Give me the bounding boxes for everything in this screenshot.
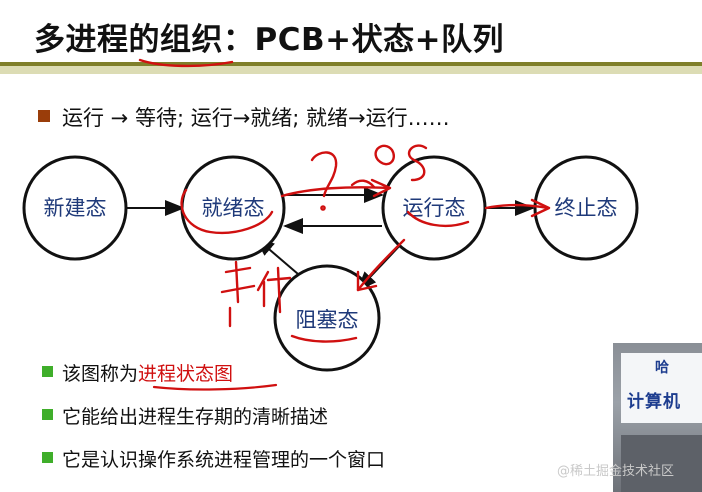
sub-bullet-text-3: 它是认识操作系统进程管理的一个窗口 (62, 449, 386, 471)
question-mark-scribble (310, 151, 338, 198)
running-terminated-red-arrowhead (530, 198, 551, 218)
letter-o-scribble (374, 144, 395, 166)
running-terminated-red-arrow (484, 203, 550, 210)
sub-bullet-marker-1 (42, 366, 53, 377)
ready-running-red-arrowhead (370, 178, 392, 198)
ready-circle-scribble (180, 188, 274, 235)
video-banner-text-main: 计算机 (627, 392, 681, 412)
lecturer-video-overlay: 哈 计算机 (613, 343, 702, 492)
title-rule (0, 62, 702, 66)
question-mark-dot (320, 205, 326, 211)
running-blocked-red-line (356, 238, 406, 292)
video-background (621, 435, 702, 492)
node-terminated (533, 155, 639, 261)
node-blocked (273, 264, 381, 372)
page-title: 多进程的组织：PCB+状态+队列 (34, 22, 505, 58)
letter-s-scribble (407, 144, 428, 182)
blocked-underline-scribble (290, 334, 358, 343)
node-ready-label: 就绪态 (202, 196, 265, 220)
running-underline-scribble (406, 210, 470, 228)
video-banner (621, 353, 702, 423)
watermark: @稀土掘金技术社区 (557, 464, 675, 479)
handwritten-annotations (138, 58, 551, 343)
main-bullet-text: 运行 → 等待; 运行→就绪; 就绪→运行…… (62, 106, 450, 130)
node-new-label: 新建态 (44, 196, 107, 220)
sub-bullet-text-2: 它能给出进程生存期的清晰描述 (62, 406, 329, 428)
node-new (22, 155, 128, 261)
handwritten-character-1 (220, 260, 256, 328)
handwritten-character-2 (256, 266, 292, 314)
running-blocked-red-arrowhead (356, 270, 378, 292)
sub-bullet-marker-3 (42, 452, 53, 463)
main-bullet-marker (38, 110, 50, 122)
sub-bullet-1-highlight: 进程状态图 (138, 363, 234, 385)
video-banner-text-top: 哈 (655, 360, 669, 376)
sub-bullet-text-1: 该图称为进程状态图 (62, 359, 233, 386)
ready-running-red-arrow (280, 186, 390, 198)
sub-bullet-marker-2 (42, 409, 53, 420)
sub-bullet-1-prefix: 该图称为 (62, 363, 139, 385)
highlight-underline-scribble (152, 383, 278, 391)
title-underline-scribble (138, 58, 234, 68)
node-blocked-label: 阻塞态 (296, 308, 359, 332)
title-rule-shadow (0, 66, 702, 74)
small-arc-scribble (350, 179, 376, 189)
node-terminated-label: 终止态 (555, 196, 618, 220)
